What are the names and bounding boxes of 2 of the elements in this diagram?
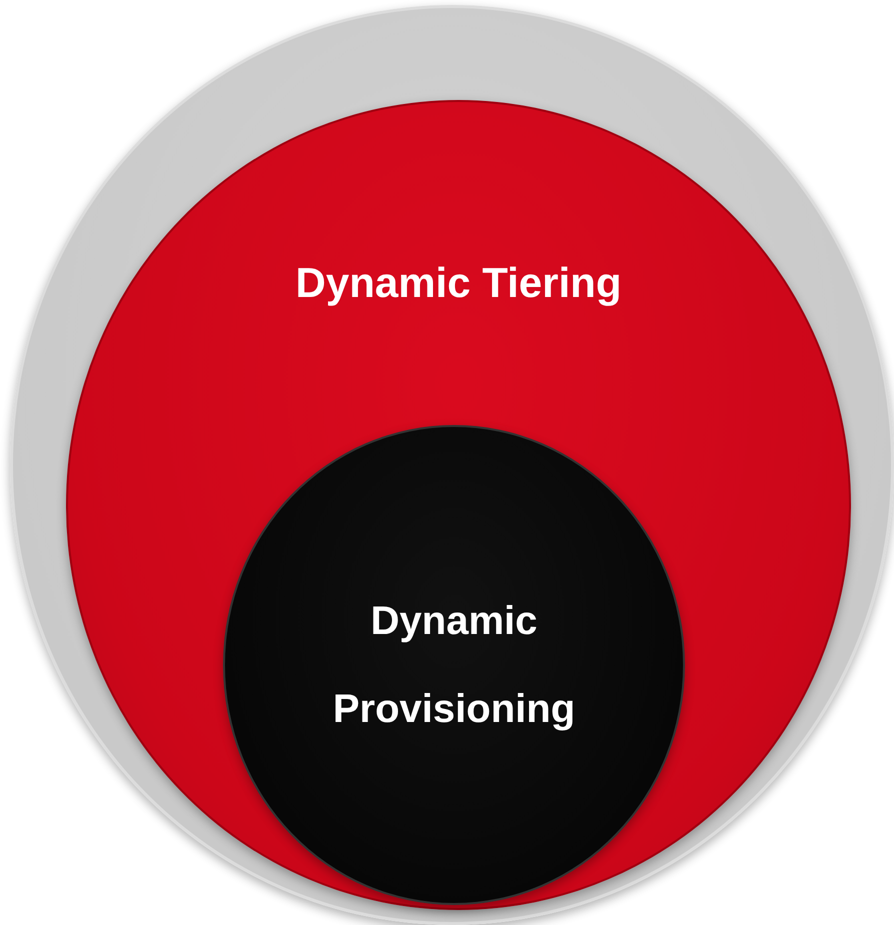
circle-label: Dynamic Provisioning: [332, 598, 576, 733]
circle-label: Dynamic Tiering: [294, 258, 622, 308]
